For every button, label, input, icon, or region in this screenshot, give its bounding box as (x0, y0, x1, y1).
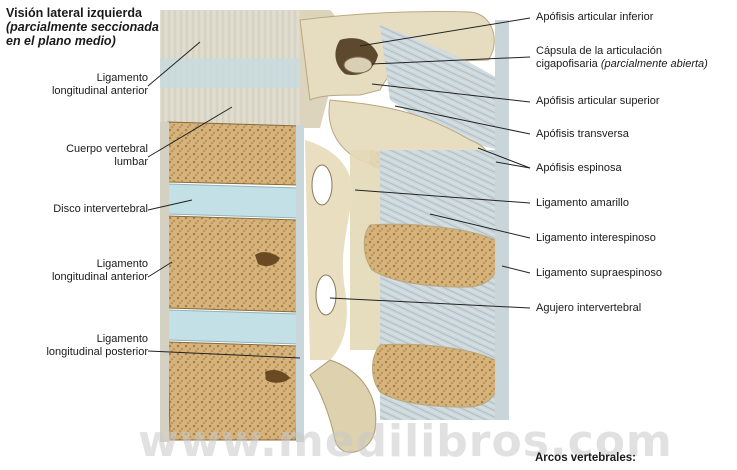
label-cuerpo-vertebral: Cuerpo vertebral lumbar (30, 143, 148, 169)
footer-caption: Arcos vertebrales: (535, 452, 636, 464)
label-text: Cuerpo vertebral (66, 143, 148, 155)
label-text: longitudinal anterior (51, 85, 148, 97)
watermark: www.medilibros.com (138, 416, 673, 467)
label-disco-intervertebral: Disco intervertebral (10, 203, 148, 216)
title-line-3: en el plano medio) (6, 34, 116, 48)
title-line-1: Visión lateral izquierda (6, 6, 142, 20)
label-apofisis-espinosa: Apófisis espinosa (536, 162, 622, 174)
label-text: Ligamento (96, 333, 148, 345)
label-text: Cápsula de la articulación (536, 45, 662, 57)
label-apofisis-articular-inferior: Apófisis articular inferior (536, 11, 654, 23)
label-text: longitudinal anterior (51, 271, 148, 283)
label-ligamento-longitudinal-anterior-bottom: Ligamento longitudinal anterior (30, 258, 148, 284)
label-agujero-intervertebral: Agujero intervertebral (536, 302, 642, 314)
label-ligamento-interespinoso: Ligamento interespinoso (536, 232, 656, 244)
label-ligamento-longitudinal-anterior-top: Ligamento longitudinal anterior (30, 72, 148, 98)
label-ligamento-supraespinoso: Ligamento supraespinoso (536, 267, 662, 279)
label-text: Disco intervertebral (53, 203, 148, 215)
label-ligamento-longitudinal-posterior: Ligamento longitudinal posterior (20, 333, 148, 359)
leader-lines (147, 17, 531, 359)
title-line-2: (parcialmente seccionada (6, 20, 159, 34)
label-text: (parcialmente abierta) (600, 58, 708, 70)
label-text: lumbar (114, 156, 148, 168)
label-apofisis-transversa: Apófisis transversa (536, 128, 629, 140)
label-text: Ligamento (96, 72, 148, 84)
label-ligamento-amarillo: Ligamento amarillo (536, 197, 629, 209)
label-capsula-articulacion: Cápsula de la articulación cigapofisaria… (536, 45, 708, 71)
vertebral-column-section (160, 121, 304, 442)
posterior-elements (299, 11, 509, 453)
label-apofisis-articular-superior: Apófisis articular superior (536, 95, 660, 107)
figure-title: Visión lateral izquierda (parcialmente s… (6, 6, 159, 48)
label-text: cigapofisaria (536, 58, 601, 70)
label-text: longitudinal posterior (46, 346, 148, 358)
label-text: Ligamento (96, 258, 148, 270)
